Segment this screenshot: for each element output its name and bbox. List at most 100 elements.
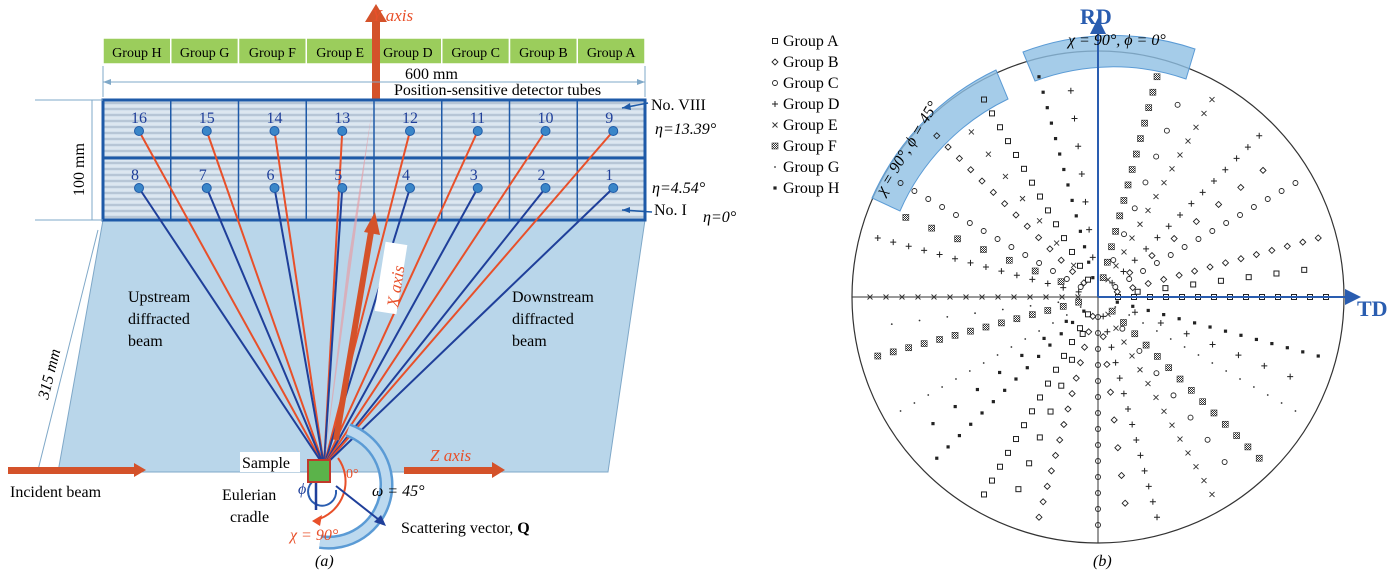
pole-marker bbox=[981, 96, 987, 103]
pole-marker bbox=[1013, 272, 1020, 279]
pole-marker bbox=[1140, 268, 1146, 274]
pole-marker bbox=[1075, 288, 1082, 295]
pole-marker bbox=[1108, 243, 1115, 251]
pole-marker bbox=[1185, 450, 1191, 456]
pole-marker bbox=[1045, 106, 1049, 110]
pole-marker bbox=[1142, 322, 1144, 324]
pole-marker bbox=[1058, 152, 1062, 156]
pole-marker bbox=[1039, 498, 1047, 506]
pole-marker bbox=[998, 268, 1005, 275]
eta-454-label: η=4.54° bbox=[652, 180, 706, 197]
lower-beam bbox=[323, 187, 547, 467]
pole-marker bbox=[1190, 281, 1197, 288]
pole-marker bbox=[1128, 314, 1131, 316]
pole-marker bbox=[1145, 380, 1151, 387]
group-label: Group B bbox=[519, 46, 568, 61]
pole-marker bbox=[1245, 274, 1252, 281]
phi-arc bbox=[307, 481, 338, 507]
pole-marker bbox=[1199, 189, 1206, 196]
pole-marker bbox=[1059, 303, 1067, 310]
pole-marker bbox=[1110, 416, 1118, 424]
pole-marker bbox=[985, 151, 992, 158]
pole-marker bbox=[1131, 304, 1135, 308]
detector-number: 14 bbox=[267, 110, 283, 127]
pole-marker bbox=[1075, 298, 1082, 306]
pole-marker bbox=[1035, 513, 1043, 521]
zero-deg-label: 0° bbox=[346, 467, 359, 482]
pole-marker bbox=[1161, 179, 1167, 186]
pole-marker bbox=[1020, 353, 1024, 358]
pole-marker bbox=[902, 214, 910, 221]
pole-marker bbox=[1141, 467, 1148, 474]
pole-marker bbox=[905, 243, 912, 250]
pole-marker bbox=[1078, 171, 1085, 178]
incident-beam-label: Incident beam bbox=[10, 484, 102, 501]
pole-marker bbox=[1124, 181, 1132, 189]
group-cell bbox=[170, 37, 240, 65]
pole-marker bbox=[1266, 394, 1269, 396]
pole-marker bbox=[1060, 420, 1068, 429]
pole-marker bbox=[921, 247, 928, 254]
pole-marker bbox=[874, 234, 881, 241]
pole-marker bbox=[1206, 263, 1214, 271]
pole-marker bbox=[982, 263, 989, 270]
pole-marker bbox=[1113, 325, 1119, 331]
legend-label: Group B bbox=[783, 54, 839, 71]
pole-marker bbox=[1048, 343, 1052, 347]
pole-marker bbox=[774, 166, 776, 168]
pole-marker bbox=[1057, 301, 1060, 304]
pole-marker bbox=[897, 180, 904, 186]
pole-marker bbox=[1155, 330, 1158, 332]
pole-marker bbox=[1193, 463, 1199, 470]
pole-marker bbox=[1082, 198, 1089, 205]
z-axis-label: Z axis bbox=[430, 446, 471, 465]
detector-dot bbox=[134, 126, 144, 136]
pole-marker bbox=[1069, 248, 1075, 255]
lower-beam bbox=[138, 187, 325, 467]
pole-marker bbox=[1076, 359, 1085, 367]
pole-marker bbox=[911, 188, 918, 194]
pole-marker bbox=[1041, 90, 1045, 94]
pole-marker bbox=[1029, 304, 1032, 307]
pole-marker bbox=[1112, 284, 1119, 290]
pole-marker bbox=[1181, 244, 1188, 250]
pole-marker bbox=[1045, 380, 1051, 387]
pole-marker bbox=[1301, 266, 1308, 273]
pole-marker bbox=[1128, 166, 1136, 173]
pole-marker bbox=[1066, 183, 1070, 187]
pole-marker bbox=[1225, 370, 1228, 372]
pole-marker bbox=[928, 224, 936, 232]
pole-marker bbox=[1060, 284, 1067, 291]
pole-marker bbox=[1006, 256, 1013, 264]
y-axis-arrowhead bbox=[365, 4, 387, 22]
pole-marker bbox=[1121, 249, 1127, 255]
pole-marker bbox=[1071, 115, 1078, 122]
pole-marker bbox=[980, 411, 984, 415]
detector-number: 7 bbox=[199, 167, 207, 184]
pole-marker bbox=[1079, 306, 1082, 308]
band-phi-45 bbox=[871, 69, 1009, 212]
omega-label: ω = 45° bbox=[372, 483, 425, 500]
group-label: Group F bbox=[249, 46, 296, 61]
caption-a: (a) bbox=[315, 553, 334, 570]
pole-marker bbox=[1079, 330, 1086, 337]
pole-marker bbox=[982, 323, 990, 331]
pole-marker bbox=[1037, 354, 1041, 358]
pole-marker bbox=[1177, 152, 1183, 158]
pole-marker bbox=[1287, 373, 1294, 380]
pole-marker bbox=[1214, 200, 1223, 209]
pole-marker bbox=[1120, 319, 1127, 326]
sample-cube bbox=[307, 459, 331, 483]
pole-marker bbox=[1148, 251, 1156, 260]
pole-marker bbox=[1068, 356, 1075, 363]
pole-marker bbox=[1077, 284, 1084, 290]
pole-marker bbox=[1141, 119, 1148, 127]
pole-marker bbox=[1209, 228, 1216, 234]
band-phi-0 bbox=[1022, 34, 1196, 82]
pole-marker bbox=[1043, 482, 1051, 490]
scattering-wedge bbox=[324, 110, 372, 464]
pole-marker bbox=[1022, 252, 1029, 258]
chi-arc bbox=[315, 457, 347, 521]
pole-marker bbox=[1053, 366, 1059, 373]
